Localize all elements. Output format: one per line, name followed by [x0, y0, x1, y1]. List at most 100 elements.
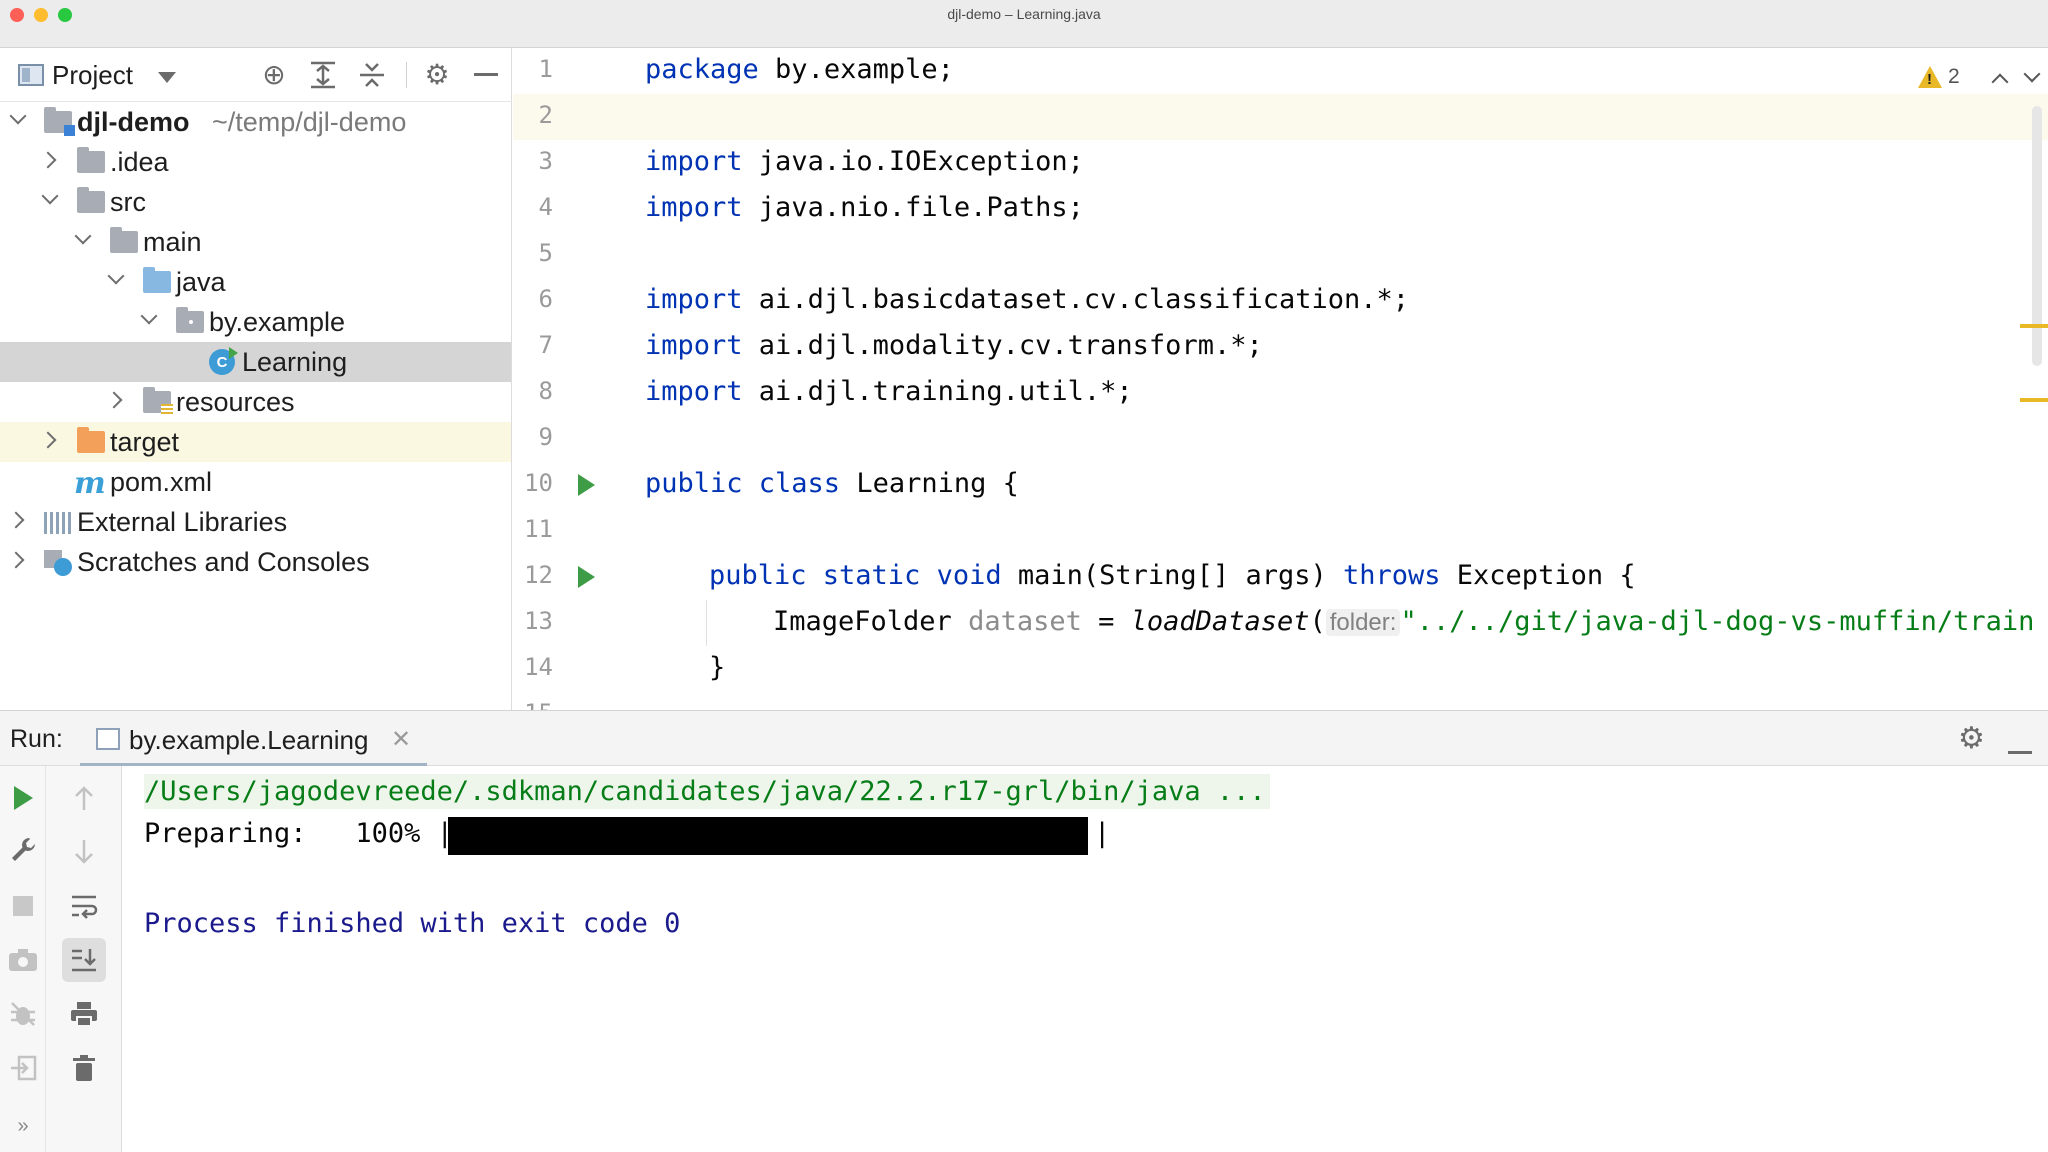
chevron-down-icon[interactable]: [2023, 65, 2041, 83]
expand-all-icon[interactable]: [306, 58, 340, 92]
code-text: public class Learning {: [645, 468, 1019, 499]
up-arrow-icon[interactable]: [62, 776, 106, 820]
code-text: import java.nio.file.Paths;: [645, 192, 1084, 223]
tree-item-main[interactable]: main: [0, 222, 511, 262]
chevron-down-icon[interactable]: [41, 187, 59, 205]
locate-icon[interactable]: ⊕: [262, 59, 286, 90]
line-number: 13: [524, 607, 553, 635]
console-command-line[interactable]: /Users/jagodevreede/.sdkman/candidates/j…: [144, 774, 1270, 809]
run-gutter-icon[interactable]: [578, 566, 595, 588]
chevron-right-icon[interactable]: [7, 551, 25, 569]
wrench-icon[interactable]: [1, 828, 45, 872]
stop-icon[interactable]: [1, 884, 45, 928]
chevron-down-icon[interactable]: [107, 267, 125, 285]
collapse-all-icon[interactable]: [355, 58, 389, 92]
chevron-down-icon[interactable]: [158, 72, 176, 83]
close-icon[interactable]: ✕: [391, 726, 412, 753]
tree-item-label: resources: [176, 387, 295, 417]
chevron-right-icon[interactable]: [39, 431, 57, 449]
exit-icon[interactable]: [1, 1046, 45, 1090]
code-line[interactable]: 13 ImageFolder dataset = loadDataset(fol…: [513, 600, 2048, 646]
run-tab-by-example-learning[interactable]: by.example.Learning ✕: [80, 711, 427, 767]
run-gutter-icon[interactable]: [578, 474, 595, 496]
chevron-down-icon[interactable]: [74, 227, 92, 245]
code-text: package by.example;: [645, 54, 954, 85]
code-line[interactable]: 7 import ai.djl.modality.cv.transform.*;: [513, 324, 2048, 370]
chevron-right-icon[interactable]: [7, 511, 25, 529]
line-number: 9: [538, 423, 553, 451]
chevron-right-icon[interactable]: [39, 151, 57, 169]
chevron-down-icon[interactable]: [9, 107, 27, 125]
scroll-to-end-icon[interactable]: [62, 938, 106, 982]
project-view-icon: [18, 64, 44, 86]
zoom-window-button[interactable]: [58, 8, 72, 22]
run-toolbar-secondary: [46, 766, 122, 1152]
code-line[interactable]: 14 }: [513, 646, 2048, 692]
code-line-current[interactable]: 2: [513, 94, 2048, 140]
close-window-button[interactable]: [10, 8, 24, 22]
run-console[interactable]: /Users/jagodevreede/.sdkman/candidates/j…: [122, 766, 2048, 1152]
tree-item-src[interactable]: src: [0, 182, 511, 222]
tree-item-pom-xml[interactable]: m pom.xml: [0, 462, 511, 502]
gear-icon[interactable]: ⚙: [424, 59, 450, 90]
soft-wrap-icon[interactable]: [62, 884, 106, 928]
down-arrow-icon[interactable]: [62, 830, 106, 874]
code-line[interactable]: 8 import ai.djl.training.util.*;: [513, 370, 2048, 416]
tree-item-idea[interactable]: .idea: [0, 142, 511, 182]
code-line[interactable]: 3 import java.io.IOException;: [513, 140, 2048, 186]
folder-icon: [77, 147, 105, 173]
indent-guide: [706, 600, 707, 646]
code-line[interactable]: 6 import ai.djl.basicdataset.cv.classifi…: [513, 278, 2048, 324]
progress-bar: [448, 817, 1088, 855]
parameter-hint: folder:: [1325, 609, 1401, 636]
title-bar: djl-demo – Learning.java: [0, 0, 2048, 48]
code-text: public static void main(String[] args) t…: [709, 560, 1636, 591]
line-number: 8: [538, 377, 553, 405]
code-editor[interactable]: 1 package by.example; 2 3 import java.io…: [513, 48, 2048, 710]
tree-item-resources[interactable]: resources: [0, 382, 511, 422]
code-line[interactable]: 9: [513, 416, 2048, 462]
line-number: 1: [538, 55, 553, 83]
camera-icon[interactable]: [1, 938, 45, 982]
tree-item-label: java: [176, 267, 226, 297]
tree-item-label: Scratches and Consoles: [77, 547, 370, 577]
code-line[interactable]: 5: [513, 232, 2048, 278]
tree-item-scratches-and-consoles[interactable]: Scratches and Consoles: [0, 542, 511, 582]
chevron-right-icon[interactable]: [105, 391, 123, 409]
run-panel-header: Run: by.example.Learning ✕ ⚙: [0, 710, 2048, 767]
editor-scrollbar[interactable]: [2032, 106, 2042, 366]
minimize-icon[interactable]: [469, 58, 503, 92]
more-icon[interactable]: »: [17, 1115, 29, 1137]
code-line[interactable]: 4 import java.nio.file.Paths;: [513, 186, 2048, 232]
project-view-selector[interactable]: Project: [52, 60, 133, 90]
gear-icon[interactable]: ⚙: [1958, 722, 1985, 755]
debug-off-icon[interactable]: [1, 992, 45, 1036]
tree-item-label: target: [110, 427, 180, 457]
inspection-widget[interactable]: ! 2: [1898, 60, 2048, 100]
chevron-down-icon[interactable]: [140, 307, 158, 325]
code-line[interactable]: 10 public class Learning {: [513, 462, 2048, 508]
warning-stripe[interactable]: [2020, 324, 2048, 328]
code-line[interactable]: 1 package by.example;: [513, 48, 2048, 94]
code-line[interactable]: 12 public static void main(String[] args…: [513, 554, 2048, 600]
tree-item-djl-demo[interactable]: djl-demo ~/temp/djl-demo: [0, 102, 511, 142]
code-line[interactable]: 11: [513, 508, 2048, 554]
project-panel-header: Project ⊕ ⚙: [0, 48, 512, 102]
print-icon[interactable]: [62, 992, 106, 1036]
tree-item-by-example[interactable]: by.example: [0, 302, 511, 342]
code-text: ImageFolder dataset = loadDataset(folder…: [773, 606, 2035, 637]
code-text: import ai.djl.training.util.*;: [645, 376, 1133, 407]
tree-item-learning[interactable]: C Learning: [0, 342, 511, 382]
scratches-icon: [44, 550, 72, 576]
tree-item-target[interactable]: target: [0, 422, 511, 462]
trash-icon[interactable]: [62, 1046, 106, 1090]
minimize-icon[interactable]: [2008, 729, 2032, 763]
package-icon: [176, 307, 204, 333]
tree-item-java[interactable]: java: [0, 262, 511, 302]
chevron-up-icon[interactable]: [1991, 73, 2009, 91]
tree-item-external-libraries[interactable]: External Libraries: [0, 502, 511, 542]
rerun-icon[interactable]: [1, 776, 45, 820]
code-line[interactable]: 15: [513, 692, 2048, 710]
warning-stripe[interactable]: [2020, 398, 2048, 402]
minimize-window-button[interactable]: [34, 8, 48, 22]
